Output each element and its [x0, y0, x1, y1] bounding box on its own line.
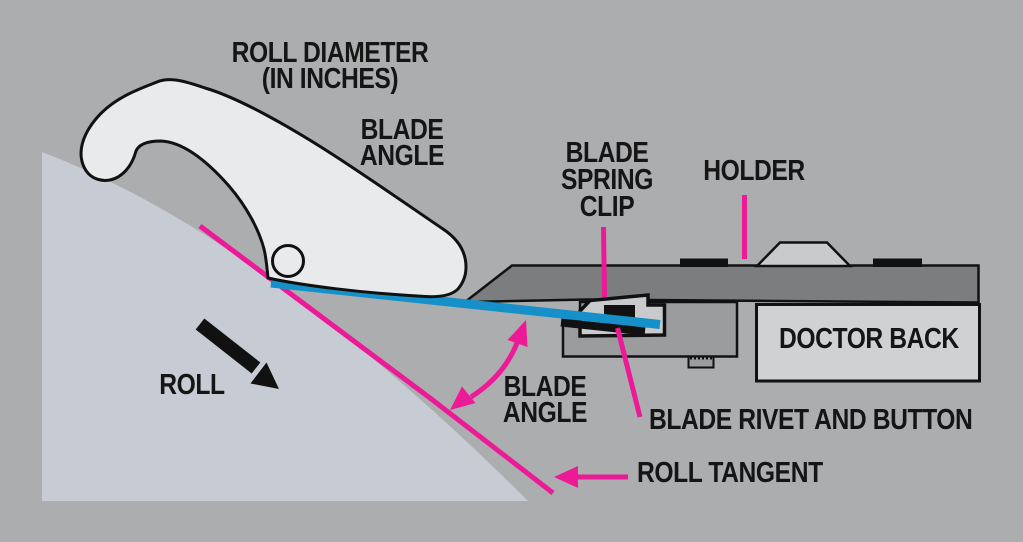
- roll-label: ROLL: [159, 369, 225, 401]
- blade-angle-top-label: BLADE ANGLE: [317, 114, 487, 172]
- spring-clip-pointer: [601, 226, 607, 298]
- bar-pad-left: [680, 258, 728, 267]
- holder-label: HOLDER: [703, 155, 805, 187]
- bar-pad-right: [873, 258, 922, 267]
- blade-angle-lower-line2: ANGLE: [502, 397, 588, 429]
- blade-spring-clip-label: BLADE SPRING CLIP: [522, 137, 692, 223]
- roll-tangent-pointer: [554, 466, 628, 488]
- clamp-hump: [754, 241, 853, 268]
- roll-tangent-label: ROLL TANGENT: [637, 457, 823, 489]
- blade-angle-lower-line1: BLADE: [503, 371, 587, 403]
- blade-spring-clip-line2: SPRING: [561, 164, 653, 196]
- roll-diameter-line2: (IN INCHES): [261, 63, 399, 95]
- roll-surface: [42, 152, 528, 501]
- roll-diameter-label: ROLL DIAMETER (IN INCHES): [203, 37, 458, 95]
- rivet-pointer: [615, 327, 643, 418]
- roll-diameter-line1: ROLL DIAMETER: [231, 37, 429, 69]
- blade-holder-arm: [79, 78, 468, 299]
- pivot-hole: [271, 244, 305, 278]
- roll-rotation-arrow: [195, 318, 279, 389]
- holder-bar: [461, 264, 980, 304]
- blade-angle-lower-label: BLADE ANGLE: [460, 371, 630, 429]
- blade-spring-clip-line3: CLIP: [579, 191, 635, 223]
- blade-rivet-and-button-label: BLADE RIVET AND BUTTON: [649, 404, 973, 436]
- blade-angle-top-line1: BLADE: [360, 114, 444, 146]
- blade-angle-top-line2: ANGLE: [359, 140, 445, 172]
- blade-spring-clip-line1: BLADE: [565, 137, 649, 169]
- doctor-back-box: [755, 303, 981, 383]
- doctor-back-label: DOCTOR BACK: [779, 323, 959, 355]
- blade-angle-arc: [450, 320, 528, 410]
- button-tab: [687, 355, 715, 369]
